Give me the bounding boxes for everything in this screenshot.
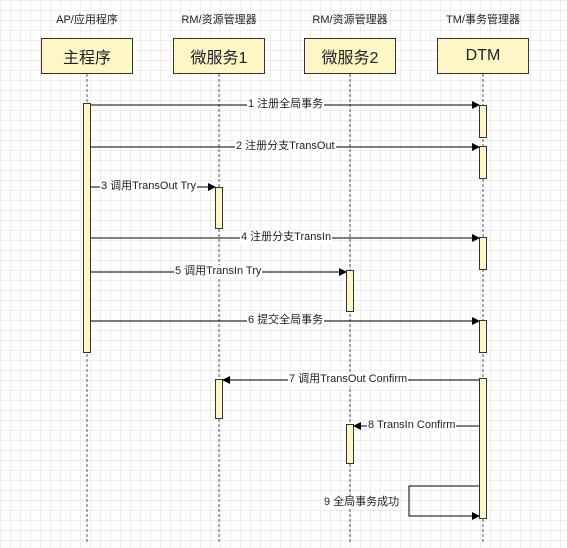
participant-header-tm: TM/事务管理器 — [446, 14, 520, 26]
activation-dtm-1 — [479, 105, 487, 138]
message-3-label: 3 调用TransOut Try — [100, 180, 197, 193]
message-7-label: 7 调用TransOut Confirm — [288, 373, 409, 386]
message-5-label: 5 调用TransIn Try — [174, 265, 263, 278]
activation-main — [83, 103, 91, 353]
participant-box-dtm: DTM — [437, 38, 529, 74]
lifeline-service1 — [218, 74, 220, 542]
participant-box-service2: 微服务2 — [304, 38, 396, 74]
participant-box-main: 主程序 — [41, 38, 133, 74]
activation-service1-confirm — [215, 379, 223, 419]
activation-service2-try — [346, 270, 354, 312]
message-2-label: 2 注册分支TransOut — [235, 140, 336, 153]
lifeline-dtm — [482, 74, 484, 542]
activation-service2-confirm — [346, 424, 354, 464]
activation-service1-try — [215, 187, 223, 229]
message-4-label: 4 注册分支TransIn — [240, 231, 333, 244]
participant-header-rm1: RM/资源管理器 — [181, 14, 257, 26]
activation-dtm-4 — [479, 320, 487, 353]
message-9-label: 9 全局事务成功 — [323, 496, 401, 509]
participant-header-ap: AP/应用程序 — [56, 14, 118, 26]
activation-dtm-main — [479, 378, 487, 519]
message-9-arrow — [408, 485, 480, 520]
message-1-label: 1 注册全局事务 — [247, 98, 325, 111]
message-6-label: 6 提交全局事务 — [247, 314, 325, 327]
activation-dtm-3 — [479, 237, 487, 270]
message-8-label: 8 TransIn Confirm — [367, 419, 457, 432]
participant-header-rm2: RM/资源管理器 — [312, 14, 388, 26]
activation-dtm-2 — [479, 146, 487, 179]
participant-box-service1: 微服务1 — [173, 38, 265, 74]
